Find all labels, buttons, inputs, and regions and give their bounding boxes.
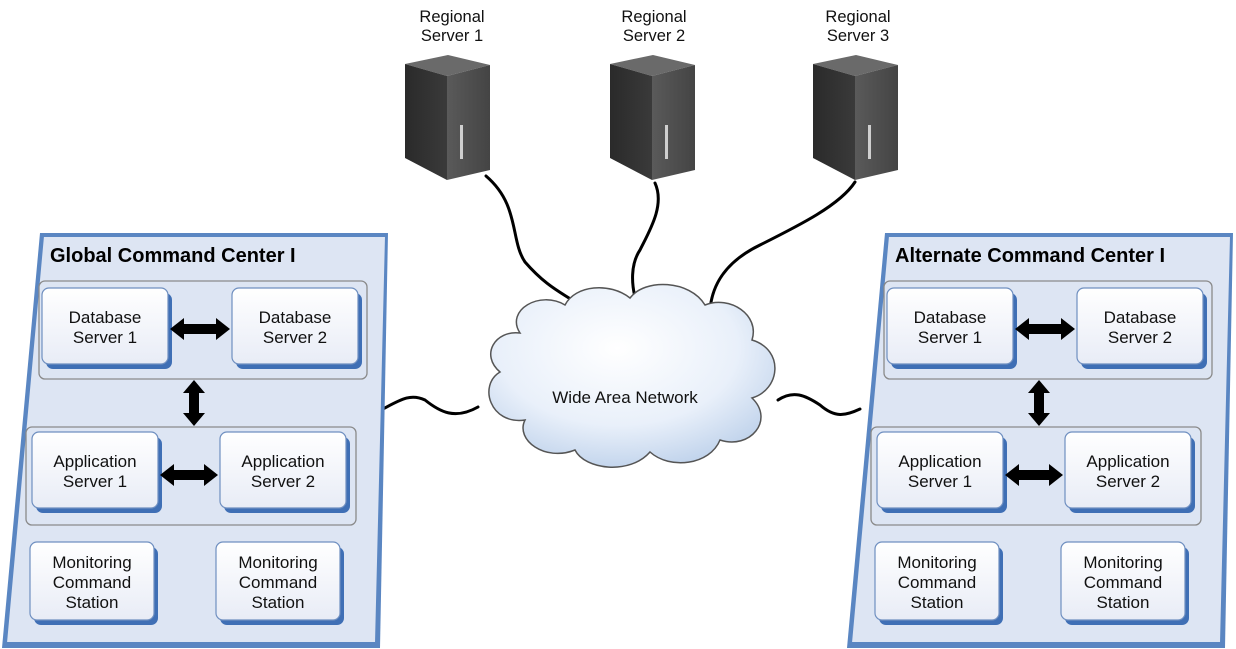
global-db1-line2: Server 1: [72, 328, 138, 347]
regional-server-3-line1: Regional: [825, 8, 891, 26]
alternate-mon1-box: [874, 541, 1000, 621]
regional-server-1-line2: Server 1: [420, 27, 484, 45]
global-db1-box: [41, 287, 169, 365]
wan-label: Wide Area Network: [552, 388, 698, 407]
global-db-app-arrow: [183, 380, 205, 426]
alternate-db2-box: [1076, 287, 1204, 365]
global-app1-line1: Application: [53, 452, 137, 471]
alternate-mon2-line2: Command: [1083, 573, 1163, 592]
global-mon2-line2: Command: [238, 573, 318, 592]
global-mon1-box: [29, 541, 155, 621]
global-app2-line1: Application: [241, 452, 325, 471]
alternate-app2-line2: Server 2: [1095, 472, 1161, 491]
alternate-app1-box: [876, 431, 1004, 509]
regional-server-1-line1: Regional: [419, 8, 485, 26]
alternate-app2-line1: Application: [1086, 452, 1170, 471]
cable-alternate-center: [776, 393, 862, 416]
alternate-db-arrow: [1015, 318, 1075, 340]
global-app-group: [25, 426, 357, 526]
global-mon2-box: [215, 541, 341, 621]
global-app2-line2: Server 2: [250, 472, 316, 491]
alternate-app2-box: [1064, 431, 1192, 509]
alternate-center-title: Alternate Command Center I: [895, 245, 1166, 267]
global-mon2-line1: Monitoring: [238, 553, 318, 572]
global-db2-line1: Database: [258, 308, 332, 327]
global-mon1-line2: Command: [52, 573, 132, 592]
global-app1-box: [31, 431, 159, 509]
global-mon2-line3: Station: [251, 593, 305, 612]
alternate-db1-box: [886, 287, 1014, 365]
alternate-mon2-box: [1060, 541, 1186, 621]
regional-server-1-icon: [405, 55, 490, 180]
alternate-app1-line2: Server 1: [907, 472, 973, 491]
network-cables: [379, 174, 862, 416]
alternate-mon1-line2: Command: [897, 573, 977, 592]
global-db1-line1: Database: [68, 308, 142, 327]
regional-server-3-line2: Server 3: [826, 27, 890, 45]
regional-server-3-label: Regional Server 3: [798, 8, 918, 46]
global-mon1-line3: Station: [65, 593, 119, 612]
alternate-mon1-line1: Monitoring: [897, 553, 977, 572]
global-db-group: [38, 280, 368, 380]
alternate-app-arrow: [1005, 464, 1063, 486]
alternate-db1-line1: Database: [913, 308, 987, 327]
alternate-db2-line1: Database: [1103, 308, 1177, 327]
cloud-icon: [488, 283, 776, 468]
alternate-db-group: [883, 280, 1213, 380]
global-app1-line2: Server 1: [62, 472, 128, 491]
alternate-db2-line2: Server 2: [1107, 328, 1173, 347]
global-mon1-line1: Monitoring: [52, 553, 132, 572]
global-command-center-panel: [2, 233, 388, 648]
global-app-arrow: [160, 464, 218, 486]
alternate-command-center-panel: [847, 233, 1233, 648]
alternate-db1-line2: Server 1: [917, 328, 983, 347]
alternate-app-group: [870, 426, 1202, 526]
global-app2-box: [219, 431, 347, 509]
alternate-mon2-line1: Monitoring: [1083, 553, 1163, 572]
global-db-arrow: [170, 318, 230, 340]
cable-regional-1: [484, 174, 574, 302]
regional-server-2-label: Regional Server 2: [594, 8, 714, 46]
cable-global-center: [379, 395, 480, 416]
cable-regional-3: [708, 180, 857, 312]
global-db2-box: [231, 287, 359, 365]
alternate-mon1-line3: Station: [910, 593, 964, 612]
regional-server-3-icon: [813, 55, 898, 180]
regional-server-2-icon: [610, 55, 695, 180]
regional-server-2-line2: Server 2: [622, 27, 686, 45]
cable-regional-2: [631, 181, 660, 299]
global-db2-line2: Server 2: [262, 328, 328, 347]
alternate-app1-line1: Application: [898, 452, 982, 471]
global-center-title: Global Command Center I: [50, 245, 296, 267]
alternate-mon2-line3: Station: [1096, 593, 1150, 612]
regional-server-1-label: Regional Server 1: [392, 8, 512, 46]
regional-server-2-line1: Regional: [621, 8, 687, 26]
alternate-db-app-arrow: [1028, 380, 1050, 426]
